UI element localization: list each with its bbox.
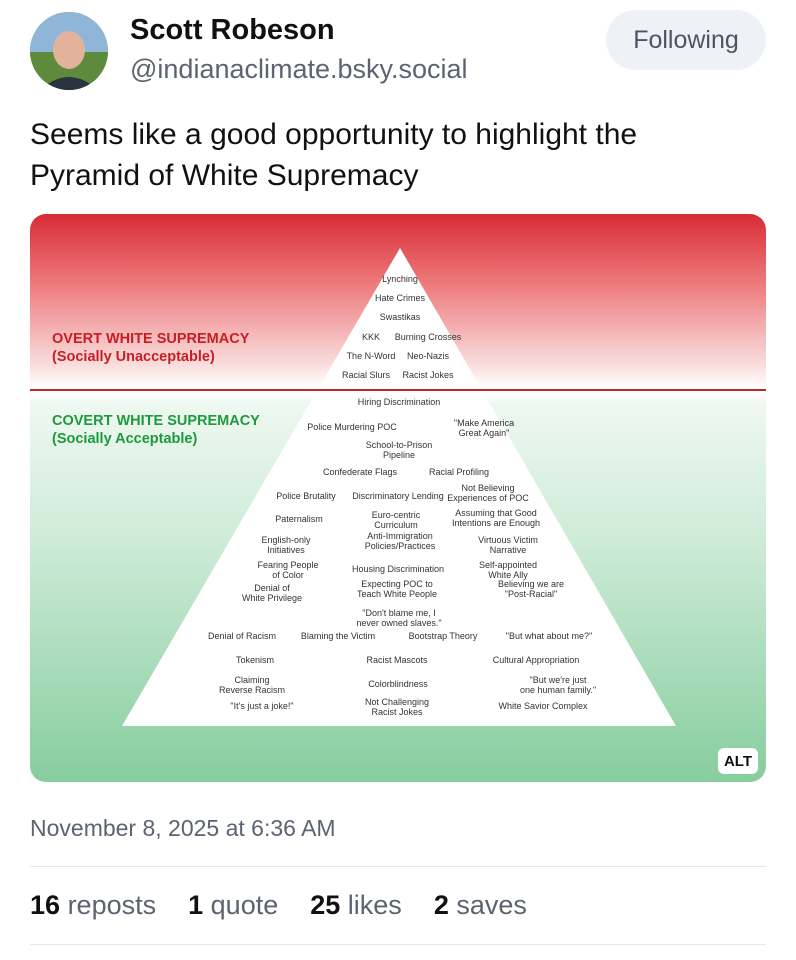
overt-item-4: Burning Crosses	[395, 332, 462, 342]
overt-title: OVERT WHITE SUPREMACY	[52, 331, 250, 347]
covert-item-6: Police Brutality	[276, 491, 336, 501]
overt-item-2: Swastikas	[380, 312, 421, 322]
overt-item-3: KKK	[362, 332, 380, 342]
covert-item-28: Cultural Appropriation	[493, 655, 580, 665]
covert-item-22: Denial of Racism	[208, 631, 276, 641]
overt-item-1: Hate Crimes	[375, 293, 426, 303]
alt-button[interactable]: ALT	[718, 748, 758, 774]
covert-title: COVERT WHITE SUPREMACY	[52, 413, 260, 429]
covert-item-26: Tokenism	[236, 655, 274, 665]
covert-item-32: "It's just a joke!"	[230, 701, 293, 711]
overt-item-6: Neo-Nazis	[407, 351, 450, 361]
divider	[30, 866, 766, 867]
engagement-stats: 16 reposts 1 quote 25 likes 2 saves	[30, 890, 527, 921]
stat-quotes[interactable]: 1 quote	[188, 890, 279, 920]
overt-label: OVERT WHITE SUPREMACY (Socially Unaccept…	[52, 330, 249, 366]
covert-subtitle: (Socially Acceptable)	[52, 431, 198, 447]
covert-label: COVERT WHITE SUPREMACY (Socially Accepta…	[52, 412, 260, 448]
covert-item-20: Believing we are"Post-Racial"	[498, 579, 564, 599]
post-text: Seems like a good opportunity to highlig…	[30, 118, 638, 192]
following-button[interactable]: Following	[606, 10, 766, 70]
covert-item-34: White Savior Complex	[498, 701, 588, 711]
post-timestamp[interactable]: November 8, 2025 at 6:36 AM	[30, 815, 336, 841]
covert-item-7: Discriminatory Lending	[352, 491, 444, 501]
covert-item-16: Housing Discrimination	[352, 564, 444, 574]
overt-subtitle: (Socially Unacceptable)	[52, 349, 215, 365]
stat-likes[interactable]: 25 likes	[310, 890, 402, 920]
stat-reposts[interactable]: 16 reposts	[30, 890, 157, 920]
covert-item-25: "But what about me?"	[506, 631, 592, 641]
overt-item-5: The N-Word	[347, 351, 396, 361]
covert-item-4: Confederate Flags	[323, 467, 398, 477]
divider	[30, 944, 766, 945]
covert-item-24: Bootstrap Theory	[409, 631, 478, 641]
avatar[interactable]	[30, 12, 108, 90]
covert-item-30: Colorblindness	[368, 679, 428, 689]
covert-item-5: Racial Profiling	[429, 467, 489, 477]
covert-item-23: Blaming the Victim	[301, 631, 375, 641]
covert-item-27: Racist Mascots	[366, 655, 428, 665]
author-handle[interactable]: @indianaclimate.bsky.social	[130, 54, 468, 84]
covert-item-0: Hiring Discrimination	[358, 397, 441, 407]
overt-item-0: Lynching	[382, 274, 418, 284]
author-name[interactable]: Scott Robeson	[130, 14, 335, 46]
overt-item-8: Racist Jokes	[402, 370, 454, 380]
overt-item-7: Racial Slurs	[342, 370, 391, 380]
stat-saves[interactable]: 2 saves	[433, 890, 527, 920]
covert-item-1: Police Murdering POC	[307, 422, 397, 432]
covert-item-9: Paternalism	[275, 514, 323, 524]
pyramid-shape	[122, 248, 676, 726]
